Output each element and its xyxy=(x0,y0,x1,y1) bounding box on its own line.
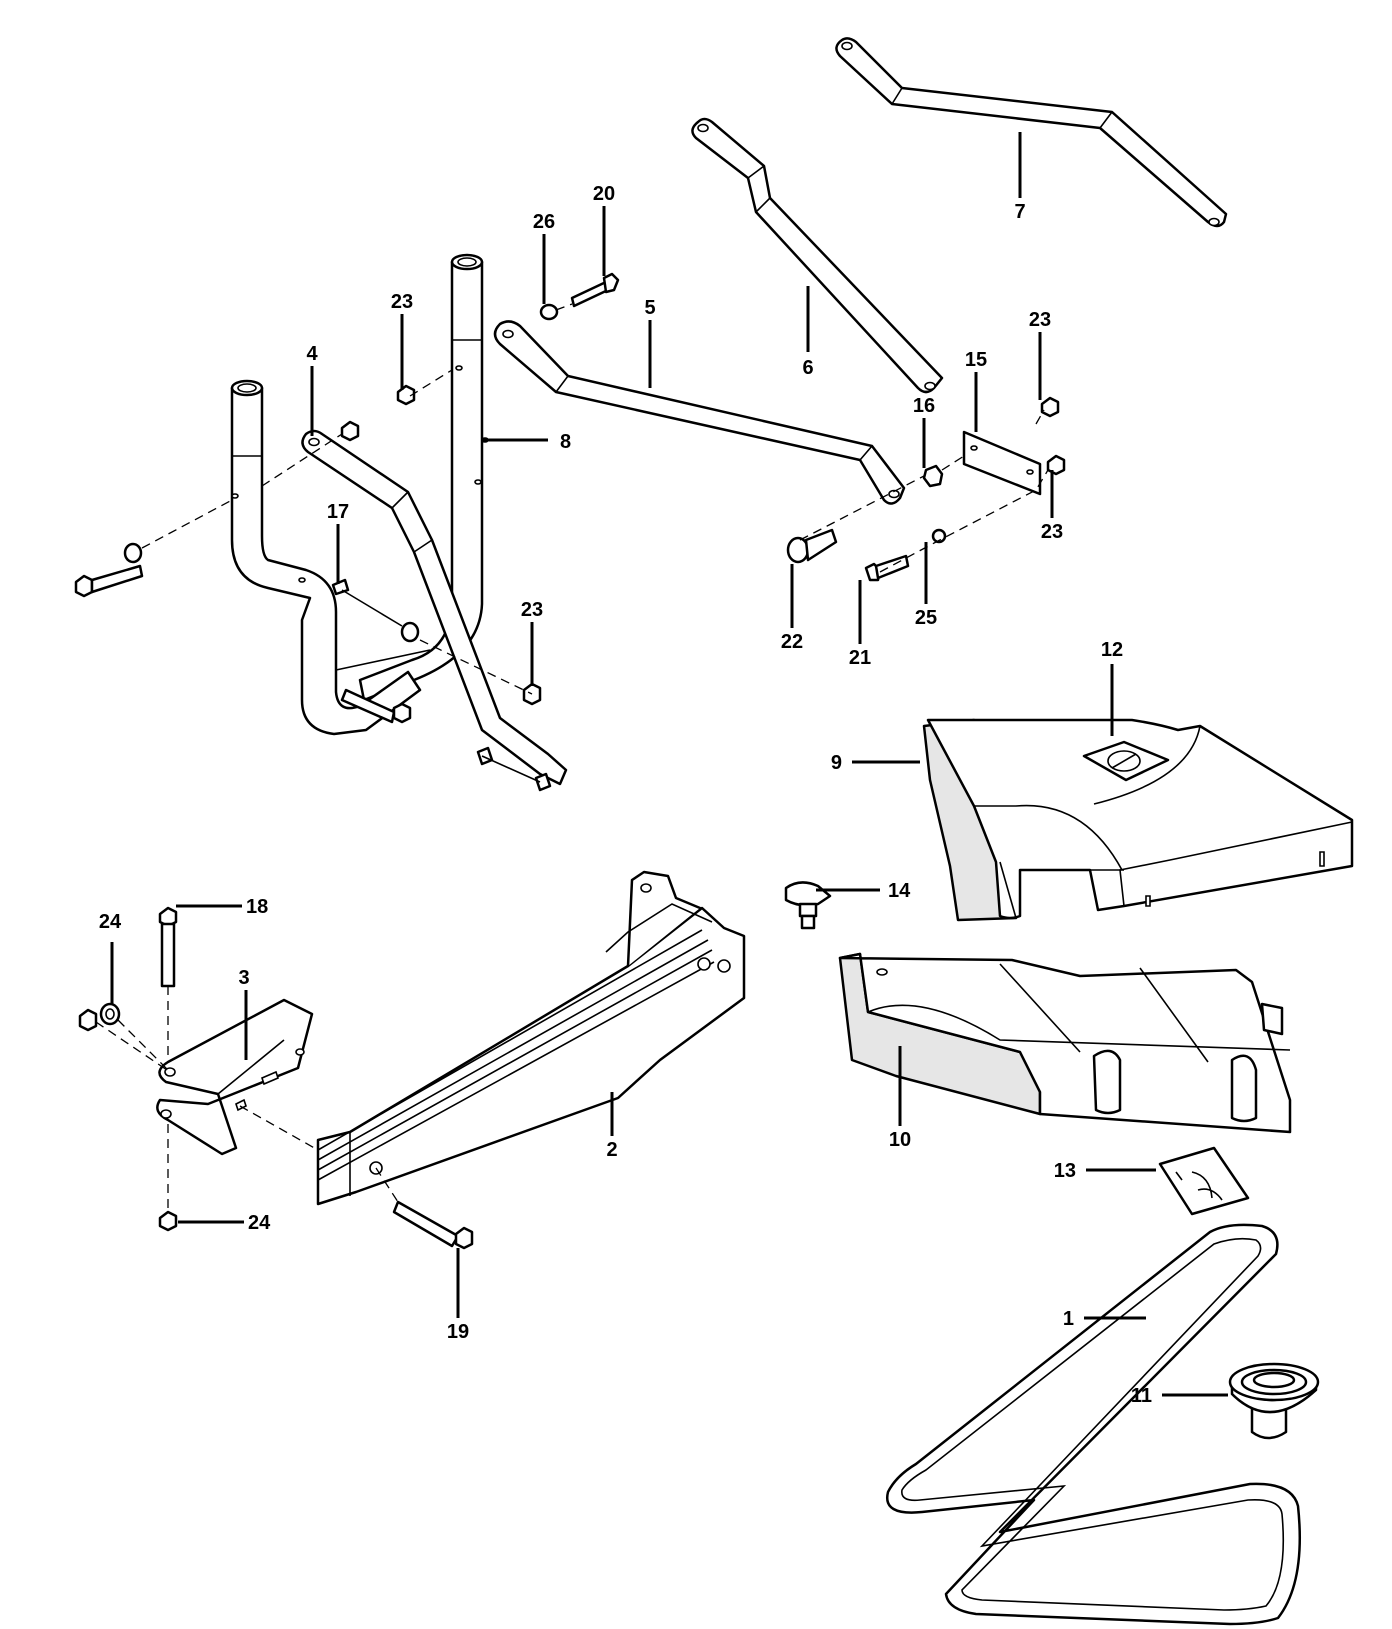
callout-23-top-left: 23 xyxy=(391,291,413,313)
callout-24-top: 24 xyxy=(99,911,122,933)
part-5-bar xyxy=(493,320,906,505)
callout-7: 7 xyxy=(1014,201,1025,223)
part-4-arm xyxy=(301,429,568,792)
callout-10: 10 xyxy=(889,1129,911,1151)
left-tube-assembly xyxy=(230,379,431,736)
callout-5: 5 xyxy=(644,297,655,319)
part-2-bracket xyxy=(316,870,746,1206)
part-3-bracket xyxy=(156,998,314,1156)
callout-24-bottom: 24 xyxy=(248,1212,271,1234)
part-9-cover xyxy=(922,718,1354,922)
part-7-bar xyxy=(835,37,1228,228)
callout-9: 9 xyxy=(831,752,842,774)
part-11-pulley xyxy=(1228,1362,1320,1440)
leader-lines xyxy=(110,132,1228,1397)
callout-14: 14 xyxy=(888,880,911,902)
callout-26: 26 xyxy=(533,211,555,233)
callout-3: 3 xyxy=(238,967,249,989)
callout-11: 11 xyxy=(1131,1385,1152,1407)
callout-17: 17 xyxy=(327,501,349,523)
left-hardware xyxy=(74,272,620,724)
callout-6: 6 xyxy=(802,357,813,379)
callout-23-top-right: 23 xyxy=(1029,309,1051,331)
callout-19: 19 xyxy=(447,1321,469,1343)
callout-15: 15 xyxy=(965,349,987,371)
assembly-lines xyxy=(95,303,1049,1210)
callout-16: 16 xyxy=(913,395,935,417)
callout-13: 13 xyxy=(1054,1160,1076,1182)
callout-18: 18 xyxy=(246,896,268,918)
callout-4: 4 xyxy=(306,343,318,365)
callout-23-bottom-left: 23 xyxy=(521,599,543,621)
bracket-hardware xyxy=(78,906,474,1250)
callout-8: 8 xyxy=(560,431,571,453)
callout-12: 12 xyxy=(1101,639,1123,661)
part-14-knob xyxy=(784,881,832,930)
callouts: 7 6 5 8 4 23 26 20 17 23 23 15 16 23 22 … xyxy=(99,183,1152,1407)
callout-22: 22 xyxy=(781,631,803,653)
callout-23-right: 23 xyxy=(1041,521,1063,543)
part-6-bar xyxy=(691,117,944,394)
part-10-cover xyxy=(838,952,1292,1134)
callout-2: 2 xyxy=(606,1139,617,1161)
callout-20: 20 xyxy=(593,183,615,205)
callout-25: 25 xyxy=(915,607,937,629)
part-1-belt xyxy=(885,1223,1301,1626)
callout-1: 1 xyxy=(1063,1308,1074,1330)
part-13-decal xyxy=(1158,1146,1250,1216)
callout-21: 21 xyxy=(849,647,871,669)
